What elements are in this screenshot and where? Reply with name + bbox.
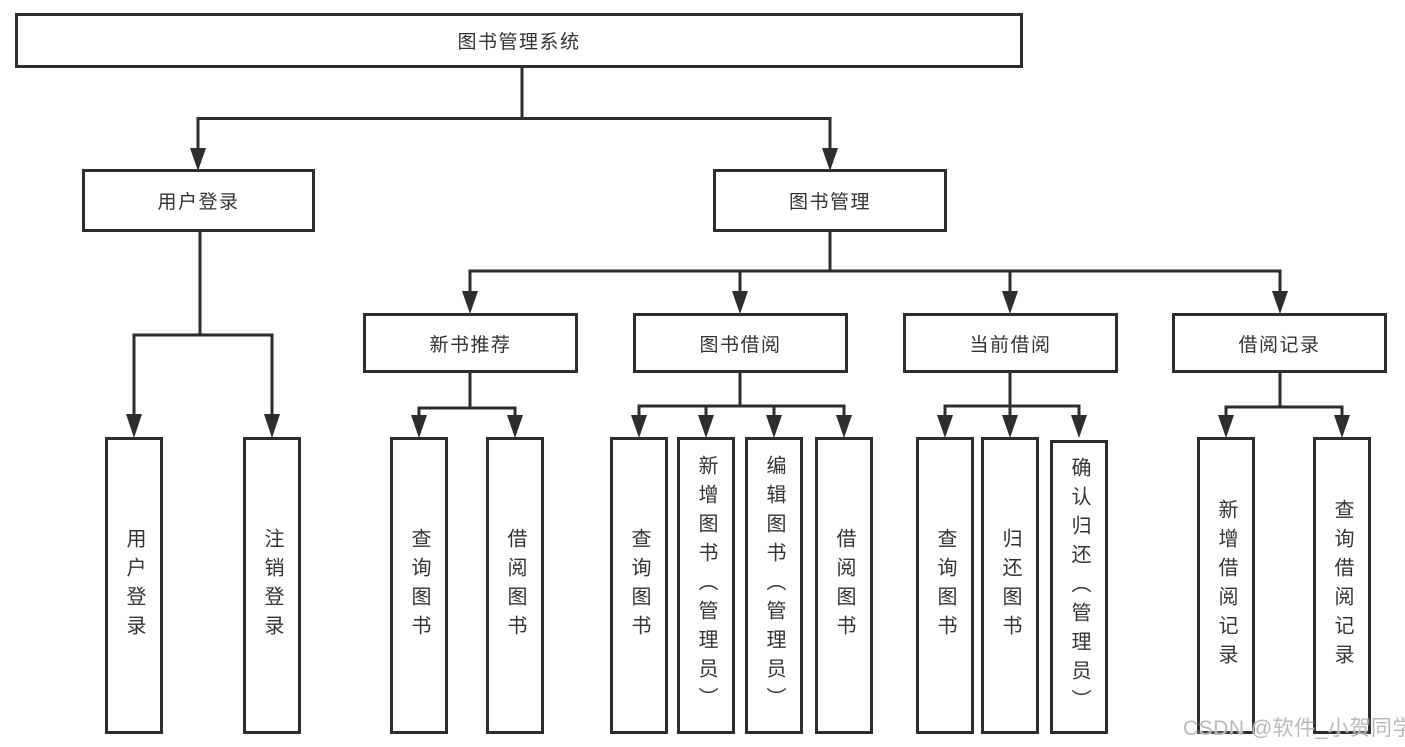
leaf-user-login: 用户登录	[105, 437, 163, 734]
leaf-query-books-3-label: 查询图书	[934, 527, 956, 644]
node-user-login-label: 用户登录	[157, 192, 240, 213]
node-book-borrow-label: 图书借阅	[699, 334, 782, 356]
leaf-edit-book-admin-label: 编辑图书（管理员）	[763, 455, 785, 716]
leaf-add-borrow-record-label: 新增借阅记录	[1215, 498, 1237, 673]
node-book-borrow: 图书借阅	[633, 313, 848, 373]
node-root: 图书管理系统	[15, 13, 1023, 68]
leaf-logout: 注销登录	[243, 437, 301, 734]
leaf-borrow-books-1: 借阅图书	[486, 437, 544, 734]
node-current-borrow-label: 当前借阅	[969, 334, 1052, 356]
leaf-query-books-1: 查询图书	[390, 437, 448, 734]
leaf-borrow-books-1-label: 借阅图书	[504, 527, 526, 644]
leaf-borrow-books-2-label: 借阅图书	[833, 527, 855, 644]
leaf-query-books-1-label: 查询图书	[408, 527, 430, 644]
node-borrow-records: 借阅记录	[1172, 313, 1387, 373]
watermark-text: CSDN @软件_小贺同学	[1183, 717, 1405, 740]
leaf-borrow-books-2: 借阅图书	[815, 437, 873, 734]
node-new-book-recommend: 新书推荐	[363, 313, 578, 373]
leaf-query-borrow-record: 查询借阅记录	[1313, 437, 1371, 734]
leaf-query-books-3: 查询图书	[916, 437, 974, 734]
arrowheads	[126, 148, 1350, 438]
leaf-return-book: 归还图书	[981, 437, 1039, 734]
node-new-book-recommend-label: 新书推荐	[429, 334, 512, 356]
leaf-query-books-2: 查询图书	[610, 437, 668, 734]
leaf-confirm-return-admin-label: 确认归还（管理员）	[1068, 456, 1090, 718]
node-book-management-label: 图书管理	[788, 192, 871, 213]
leaf-query-books-2-label: 查询图书	[628, 527, 650, 644]
leaf-add-borrow-record: 新增借阅记录	[1197, 437, 1255, 734]
leaf-confirm-return-admin: 确认归还（管理员）	[1050, 440, 1108, 734]
leaf-return-book-label: 归还图书	[999, 527, 1021, 644]
leaf-edit-book-admin: 编辑图书（管理员）	[745, 437, 803, 734]
node-root-label: 图书管理系统	[457, 32, 581, 53]
leaf-add-book-admin: 新增图书（管理员）	[677, 437, 735, 734]
leaf-user-login-label: 用户登录	[123, 527, 145, 644]
node-borrow-records-label: 借阅记录	[1238, 334, 1321, 356]
node-user-login: 用户登录	[82, 169, 315, 232]
leaf-logout-label: 注销登录	[261, 527, 283, 644]
leaf-query-borrow-record-label: 查询借阅记录	[1331, 498, 1353, 673]
node-current-borrow: 当前借阅	[903, 313, 1118, 373]
leaf-add-book-admin-label: 新增图书（管理员）	[695, 455, 717, 716]
node-book-management: 图书管理	[713, 169, 947, 232]
